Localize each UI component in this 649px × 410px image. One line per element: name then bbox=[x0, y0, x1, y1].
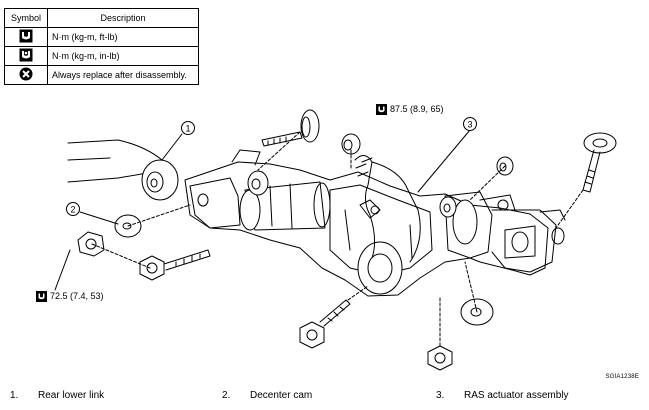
callout-2-number: 2 bbox=[70, 205, 75, 215]
bolt-upper-left bbox=[261, 109, 320, 147]
leader-torque-lower bbox=[54, 249, 71, 291]
bolt-lower-left bbox=[139, 249, 211, 281]
callout-1-number: 1 bbox=[185, 124, 190, 134]
nut-bottom-right bbox=[427, 345, 453, 371]
caption-3: 3. RAS actuator assembly bbox=[436, 390, 569, 401]
caption-2-label: Decenter cam bbox=[250, 390, 313, 401]
caption-3-number: 3. bbox=[436, 390, 445, 401]
caption-1-number: 1. bbox=[10, 390, 19, 401]
caption-1-label: Rear lower link bbox=[38, 390, 105, 401]
actuator-body bbox=[184, 149, 566, 297]
legend-desc-replace: Always replace after disassembly. bbox=[47, 65, 199, 85]
nut-top-center bbox=[341, 133, 361, 155]
nut-left bbox=[77, 231, 105, 257]
caption-2-number: 2. bbox=[222, 390, 231, 401]
replace-x-icon bbox=[4, 65, 48, 85]
torque-wrench-icon bbox=[4, 27, 48, 47]
callout-2: 2 bbox=[66, 202, 80, 216]
torque-wrench-icon bbox=[36, 291, 47, 302]
leader-2 bbox=[79, 211, 119, 225]
figure-code: SGIA1238E bbox=[605, 374, 639, 380]
caption-3-label: RAS actuator assembly bbox=[464, 390, 569, 401]
callout-3: 3 bbox=[463, 117, 477, 131]
rear-lower-link bbox=[67, 139, 179, 201]
torque-wrench-icon bbox=[376, 104, 387, 115]
caption-2: 2. Decenter cam bbox=[222, 390, 312, 401]
bolt-bottom-center bbox=[299, 299, 351, 349]
leader-3 bbox=[417, 129, 471, 193]
callout-1: 1 bbox=[181, 121, 195, 135]
leader-1 bbox=[161, 133, 183, 161]
caption-1: 1. Rear lower link bbox=[10, 390, 104, 401]
callout-3-number: 3 bbox=[467, 120, 472, 130]
torque-value-lower: 72.5 (7.4, 53) bbox=[50, 291, 104, 301]
torque-value-upper: 87.5 (8.9, 65) bbox=[390, 104, 444, 114]
legend-table: Symbol Description N·m (kg-m, ft-lb) N·m… bbox=[4, 8, 199, 85]
exploded-diagram: 1 2 3 bbox=[36, 104, 617, 371]
bolt-right bbox=[582, 132, 617, 193]
